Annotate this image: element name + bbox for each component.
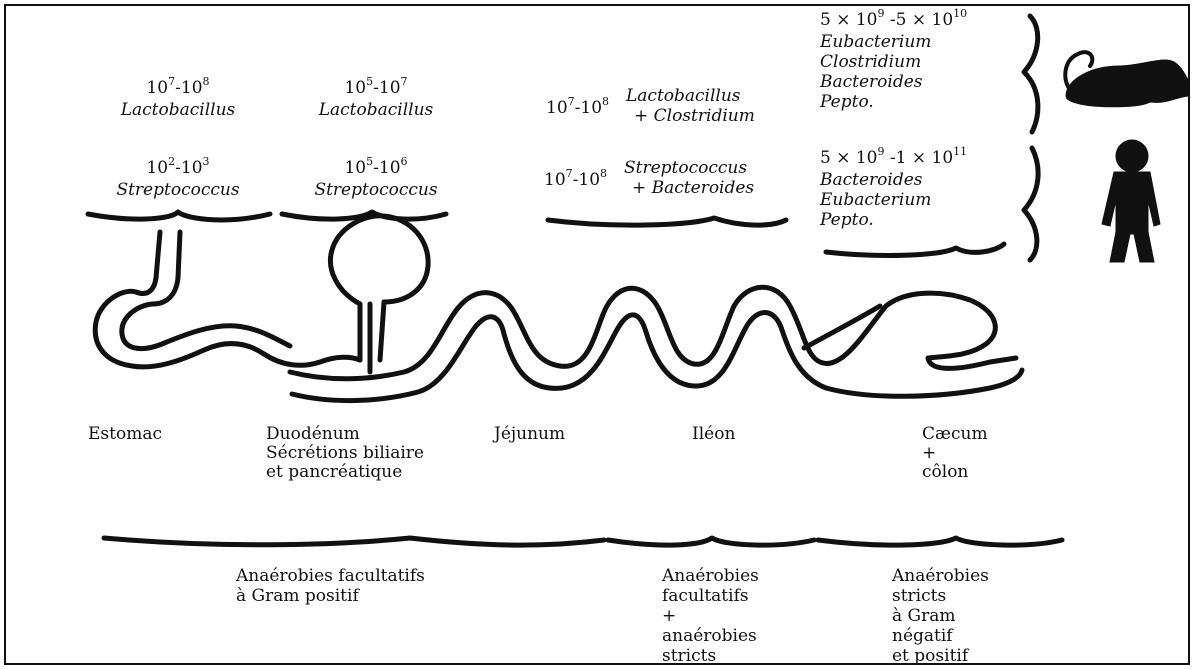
organ-label-duodenum-secretions: Sécrétions biliaire <box>266 443 424 464</box>
organ-label-caecum-plus: + <box>922 443 936 464</box>
brace-jejunum-ileum <box>548 218 786 225</box>
colon-human-genus-2: Eubacterium <box>820 190 931 211</box>
colon-human-genus-1: Bacteroides <box>820 170 923 191</box>
jejunum-genus-clostridium: + Clostridium <box>634 106 755 127</box>
stomach-genus-lactobacillus: Lactobacillus <box>108 100 248 121</box>
group3-line3: à Gram <box>892 606 956 627</box>
group2-line5: stricts <box>662 646 716 667</box>
jejunum-genus-lactobacillus: Lactobacillus <box>626 86 741 107</box>
vertical-brace-human <box>1024 148 1038 260</box>
jejunum-genus-streptococcus: Streptococcus <box>624 158 747 179</box>
stomach-count-streptococcus: 102-103 <box>108 158 248 179</box>
duodenum-genus-streptococcus: Streptococcus <box>300 180 452 201</box>
colon-rat-genus-2: Clostridium <box>820 52 921 73</box>
intestine-inner <box>292 313 1022 401</box>
colon-rat-genus-4: Pepto. <box>820 92 874 113</box>
brace-stomach <box>88 212 270 220</box>
organ-label-duodenum-pancreatic: et pancréatique <box>266 462 402 483</box>
organ-label-estomac: Estomac <box>88 424 162 445</box>
jejunum-count-streptococcus: 107-108 <box>544 170 607 191</box>
organ-label-caecum: Cæcum <box>922 424 988 445</box>
duodenum-count-streptococcus: 105-106 <box>306 158 446 179</box>
group2-line2: facultatifs <box>662 586 749 607</box>
colon-human-genus-3: Pepto. <box>820 210 874 231</box>
group2-line4: anaérobies <box>662 626 757 647</box>
organ-label-duodenum: Duodénum <box>266 424 360 445</box>
stomach-count-lactobacillus: 107-108 <box>108 78 248 99</box>
duodenum-genus-lactobacillus: Lactobacillus <box>306 100 446 121</box>
brace-group1 <box>104 538 604 545</box>
jejunum-genus-bacteroides: + Bacteroides <box>632 178 754 199</box>
group1-line2: à Gram positif <box>236 586 359 607</box>
group1-line1: Anaérobies facultatifs <box>236 566 425 587</box>
group2-line3: + <box>662 606 676 627</box>
brace-group3 <box>818 538 1062 545</box>
duodenum-count-lactobacillus: 105-107 <box>306 78 446 99</box>
organ-label-ileon: Iléon <box>692 424 735 445</box>
rat-silhouette-icon <box>1065 52 1188 107</box>
human-silhouette-icon <box>1102 140 1160 262</box>
group2-line1: Anaérobies <box>662 566 759 587</box>
jejunum-count-lactobacillus: 107-108 <box>546 98 609 119</box>
group3-line5: et positif <box>892 646 968 667</box>
organ-label-colon: côlon <box>922 462 968 483</box>
organ-label-jejunum: Jéjunum <box>494 424 565 445</box>
gallbladder <box>330 216 428 360</box>
stomach-genus-streptococcus: Streptococcus <box>102 180 254 201</box>
colon-rat-count: 5 × 109 -5 × 1010 <box>820 10 967 31</box>
brace-colon <box>826 244 1004 255</box>
colon-rat-genus-1: Eubacterium <box>820 32 931 53</box>
vertical-brace-rat <box>1024 16 1038 132</box>
group3-line4: négatif <box>892 626 953 647</box>
group3-line1: Anaérobies <box>892 566 989 587</box>
colon-human-count: 5 × 109 -1 × 1011 <box>820 148 967 169</box>
colon-rat-genus-3: Bacteroides <box>820 72 923 93</box>
group3-line2: stricts <box>892 586 946 607</box>
brace-group2 <box>608 538 814 545</box>
